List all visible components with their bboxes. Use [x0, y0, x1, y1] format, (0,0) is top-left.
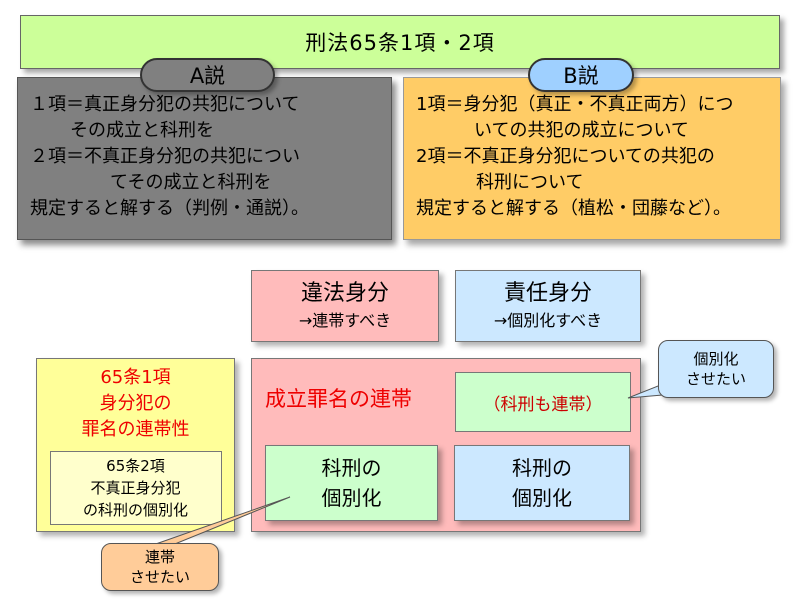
article65-box: 65条1項 身分犯の 罪名の連帯性 65条2項 不真正身分犯 の科刑の個別化 [36, 358, 235, 532]
illegality-status-box: 違法身分 →連帯すべき [251, 270, 439, 342]
callout-line: させたい [685, 370, 746, 388]
crime-name-solidarity: 成立罪名の連帯 [265, 387, 412, 411]
theory-a-line: その成立と科刑を [70, 120, 214, 141]
penalty-individualization-green: 科刑の 個別化 [265, 445, 438, 521]
article65-line: 65条1項 [100, 367, 171, 388]
theory-a-line: １項＝真正身分犯の共犯について [30, 94, 300, 115]
theory-a-line: ２項＝不真正身分犯の共犯につい [30, 146, 300, 167]
illegality-status-sub: →連帯すべき [298, 311, 392, 330]
theory-a-line: 規定すると解する（判例・通説）。 [30, 198, 309, 219]
theory-b-line: 規定すると解する（植松・団藤など）。 [416, 198, 731, 219]
theory-a-label: A説 [140, 58, 275, 92]
theory-b-line: いての共犯の成立について [474, 120, 689, 141]
article65-para2-box: 65条2項 不真正身分犯 の科刑の個別化 [49, 451, 222, 525]
callout-individualize: 個別化 させたい [658, 340, 774, 398]
penalty-individualization-line: 個別化 [321, 486, 382, 510]
penalty-individualization-blue: 科刑の 個別化 [454, 445, 630, 521]
callout-tail-orange [149, 496, 291, 547]
penalty-individualization-line: 科刑の [512, 456, 572, 480]
theory-b-line: 2項＝不真正身分犯についての共犯の [416, 146, 715, 167]
article65-line: 罪名の連帯性 [81, 419, 190, 440]
article65-para2-line: 不真正身分犯 [90, 479, 181, 497]
penalty-individualization-line: 個別化 [512, 486, 572, 510]
theory-b-line: 1項＝身分犯（真正・不真正両方）につ [416, 94, 734, 115]
penalty-solidarity-box: （科刑も連帯） [455, 372, 631, 432]
article65-line: 身分犯の [99, 393, 172, 414]
responsibility-status-sub: →個別化すべき [493, 311, 603, 330]
theory-a-line: てその成立と科刑を [110, 172, 272, 193]
callout-line: 個別化 [693, 350, 739, 368]
responsibility-status-title: 責任身分 [503, 281, 592, 306]
theory-a-panel: １項＝真正身分犯の共犯について その成立と科刑を ２項＝不真正身分犯の共犯につい… [17, 77, 392, 240]
theory-b-panel: 1項＝身分犯（真正・不真正両方）につ いての共犯の成立について 2項＝不真正身分… [403, 77, 781, 240]
article65-para2-line: 65条2項 [106, 457, 165, 475]
callout-line: 連帯 [144, 548, 175, 566]
theory-b-line: 科刑について [476, 172, 584, 193]
theory-b-label: B説 [528, 58, 634, 92]
callout-line: させたい [129, 568, 190, 586]
penalty-individualization-line: 科刑の [321, 456, 382, 480]
illegality-status-title: 違法身分 [300, 281, 389, 306]
article65-para2-line: の科刑の個別化 [82, 501, 188, 519]
callout-solidarity: 連帯 させたい [101, 543, 219, 591]
responsibility-status-box: 責任身分 →個別化すべき [455, 270, 641, 342]
